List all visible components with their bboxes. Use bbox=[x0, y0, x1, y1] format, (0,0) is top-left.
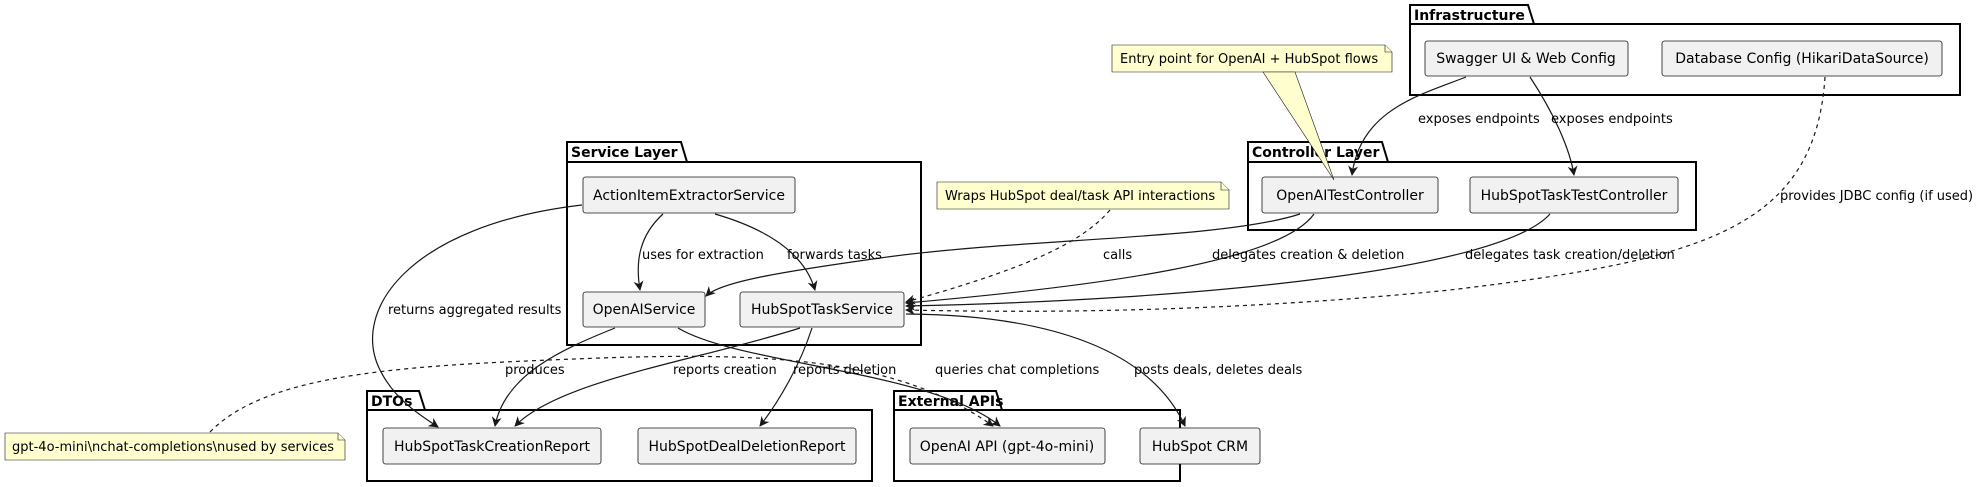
edge-label-delegates-task: delegates task creation/deletion bbox=[1465, 248, 1675, 263]
package-title-service: Service Layer bbox=[571, 145, 678, 161]
component-hubspot-deal-deletion-report: HubSpotDealDeletionReport bbox=[637, 427, 857, 465]
edge-swagger-to-openai-controller bbox=[1348, 76, 1467, 176]
edge-label-reports-deletion: reports deletion bbox=[793, 363, 896, 378]
note-gpt: gpt-4o-mini\nchat-completions\nused by s… bbox=[4, 432, 346, 461]
component-hubspot-task-service: HubSpotTaskService bbox=[739, 291, 905, 328]
edge-label-uses-extraction: uses for extraction bbox=[642, 248, 764, 263]
edge-label-forwards: forwards tasks bbox=[787, 248, 882, 263]
svg-text:HubSpotTaskTestController: HubSpotTaskTestController bbox=[1481, 188, 1668, 204]
svg-text:gpt-4o-mini\nchat-completions\: gpt-4o-mini\nchat-completions\nused by s… bbox=[12, 440, 334, 455]
component-openai-test-controller: OpenAITestController bbox=[1261, 176, 1439, 214]
edge-hubspot-controller-to-hubspot-service bbox=[905, 213, 1551, 311]
component-openai-api: OpenAI API (gpt-4o-mini) bbox=[909, 427, 1106, 465]
svg-text:HubSpotTaskCreationReport: HubSpotTaskCreationReport bbox=[394, 439, 590, 455]
svg-text:Wraps HubSpot deal/task API in: Wraps HubSpot deal/task API interactions bbox=[945, 189, 1215, 204]
component-hubspot-crm: HubSpot CRM bbox=[1139, 427, 1261, 465]
edge-swagger-to-hubspot-controller bbox=[1529, 76, 1578, 176]
svg-text:Database Config (HikariDataSou: Database Config (HikariDataSource) bbox=[1675, 51, 1929, 67]
edge-label-delegates-creation-deletion: delegates creation & deletion bbox=[1212, 248, 1404, 263]
edge-label-queries: queries chat completions bbox=[935, 363, 1099, 378]
svg-text:OpenAIService: OpenAIService bbox=[593, 302, 696, 318]
edge-label-posts: posts deals, deletes deals bbox=[1134, 363, 1303, 378]
component-hubspot-task-creation-report: HubSpotTaskCreationReport bbox=[382, 427, 602, 465]
edge-openai-controller-to-openai-service bbox=[705, 213, 1301, 297]
component-hubspot-task-test-controller: HubSpotTaskTestController bbox=[1469, 176, 1679, 214]
svg-text:HubSpotTaskService: HubSpotTaskService bbox=[751, 302, 893, 318]
edge-label-reports-creation: reports creation bbox=[673, 363, 777, 378]
svg-text:Entry point for OpenAI + HubSp: Entry point for OpenAI + HubSpot flows bbox=[1120, 52, 1378, 67]
component-db-config: Database Config (HikariDataSource) bbox=[1661, 40, 1943, 77]
component-action-item-extractor-service: ActionItemExtractorService bbox=[582, 176, 796, 214]
edge-openai-service-to-openai-api bbox=[677, 327, 1001, 427]
edge-label-exposes-1: exposes endpoints bbox=[1418, 112, 1540, 127]
edge-hubspot-service-to-task-report bbox=[514, 327, 801, 427]
edge-extractor-to-openai-service bbox=[633, 213, 664, 291]
note-entry-point: Entry point for OpenAI + HubSpot flows bbox=[1111, 44, 1393, 181]
svg-text:OpenAITestController: OpenAITestController bbox=[1276, 188, 1424, 204]
package-title-controller: Controller Layer bbox=[1252, 145, 1380, 161]
component-swagger: Swagger UI & Web Config bbox=[1424, 40, 1629, 77]
edge-label-jdbc: provides JDBC config (if used) bbox=[1780, 189, 1973, 204]
edge-extractor-to-task-report bbox=[372, 204, 583, 428]
edge-label-exposes-2: exposes endpoints bbox=[1551, 112, 1673, 127]
edge-note-to-hubspot-service bbox=[905, 209, 1111, 305]
edge-label-returns: returns aggregated results bbox=[388, 303, 562, 318]
edge-hubspot-service-to-deal-report bbox=[759, 327, 813, 427]
edge-label-calls: calls bbox=[1103, 248, 1132, 263]
svg-text:HubSpot CRM: HubSpot CRM bbox=[1152, 439, 1248, 455]
edge-hubspot-service-to-hubspot-crm bbox=[905, 313, 1186, 427]
note-wraps-hubspot: Wraps HubSpot deal/task API interactions bbox=[936, 181, 1230, 210]
edge-extractor-to-hubspot-service bbox=[714, 213, 818, 291]
component-openai-service: OpenAIService bbox=[582, 291, 706, 328]
svg-text:HubSpotDealDeletionReport: HubSpotDealDeletionReport bbox=[648, 439, 846, 455]
svg-text:ActionItemExtractorService: ActionItemExtractorService bbox=[593, 188, 785, 204]
package-title-external: External APIs bbox=[898, 394, 1003, 410]
edge-openai-controller-to-hubspot-service bbox=[905, 213, 1315, 308]
edge-label-produces: produces bbox=[505, 363, 565, 378]
package-title-infrastructure: Infrastructure bbox=[1414, 8, 1525, 24]
edge-openai-service-to-task-report bbox=[491, 327, 616, 427]
svg-text:OpenAI API (gpt-4o-mini): OpenAI API (gpt-4o-mini) bbox=[920, 439, 1094, 455]
svg-text:Swagger UI & Web Config: Swagger UI & Web Config bbox=[1436, 51, 1616, 67]
package-title-dtos: DTOs bbox=[371, 394, 412, 410]
